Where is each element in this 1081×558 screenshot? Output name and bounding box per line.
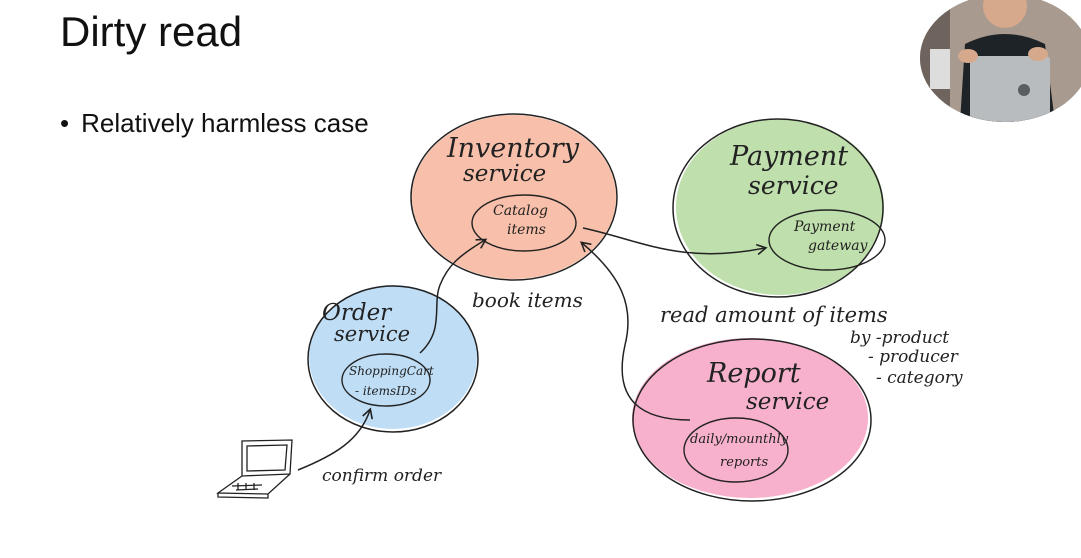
inventory-service-node: Inventory service Catalog items	[410, 113, 618, 281]
presenter-video	[920, 0, 1081, 122]
shopping-cart-component	[341, 353, 431, 407]
reports-label-1: daily/mounthly	[690, 432, 789, 447]
book-items-label: book items	[472, 288, 583, 312]
gateway-label-2: gateway	[808, 238, 869, 254]
catalog-items-component	[471, 194, 577, 252]
payment-title-1: Payment	[729, 141, 848, 172]
catalog-label-2: items	[507, 222, 546, 238]
bullet-dot: •	[60, 108, 70, 138]
arrow-laptop-to-cart	[297, 407, 373, 471]
bullet-point: • Relatively harmless case	[60, 108, 369, 139]
payment-title-2: service	[748, 171, 839, 200]
producer-label: - producer	[868, 347, 959, 367]
inventory-title-2: service	[463, 161, 546, 187]
inventory-title-1: Inventory	[446, 133, 580, 164]
cart-label-1: ShoppingCart	[349, 364, 434, 378]
report-title-1: Report	[706, 358, 801, 389]
reports-label-2: reports	[720, 455, 768, 470]
payment-service-node: Payment service Payment gateway	[672, 118, 886, 298]
order-title-2: service	[334, 322, 410, 346]
report-service-node: Report service daily/mounthly reports	[632, 338, 872, 502]
reports-component	[683, 417, 789, 483]
order-title-1: Order	[322, 300, 393, 326]
laptop-icon	[216, 439, 293, 499]
report-title-2: service	[746, 389, 829, 415]
catalog-label-1: Catalog	[493, 203, 548, 219]
bullet-text: Relatively harmless case	[81, 108, 369, 138]
order-service-node: Order service ShoppingCart - itemsIDs	[307, 285, 479, 433]
by-product-label: by -product	[850, 328, 949, 348]
category-label: - category	[876, 368, 963, 388]
cart-label-2: - itemsIDs	[355, 384, 417, 398]
read-amount-label: read amount of items	[660, 303, 888, 327]
confirm-order-label: confirm order	[322, 466, 442, 486]
arrow-inventory-to-payment	[582, 227, 768, 256]
payment-gateway-component	[768, 209, 886, 271]
arrow-cart-to-inventory	[419, 238, 488, 354]
slide-title: Dirty read	[60, 8, 243, 55]
arrow-report-to-inventory	[579, 241, 691, 421]
gateway-label-1: Payment	[793, 219, 856, 235]
